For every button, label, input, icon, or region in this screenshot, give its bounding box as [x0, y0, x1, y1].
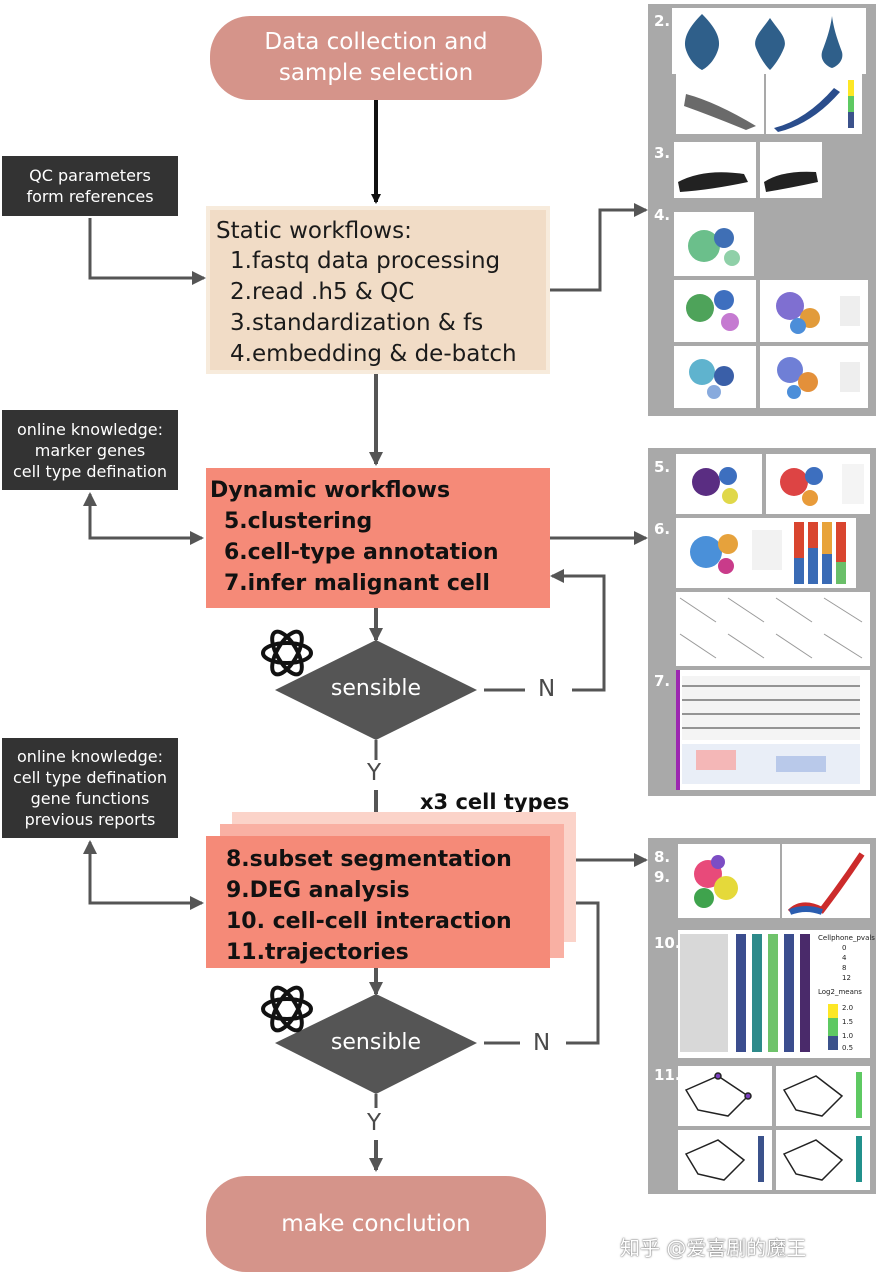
qc-line-2: form references [26, 187, 154, 206]
cellphone-legend-val-0: 0 [842, 944, 847, 952]
end-label: make conclution [281, 1210, 471, 1237]
umap-thumb-4 [674, 346, 756, 408]
subset-step-8: 8.subset segmentation [226, 847, 512, 872]
trajectory-thumb-3 [678, 1130, 772, 1190]
knowledge2-line-2: cell type defination [12, 768, 168, 787]
decision-diamond-1 [275, 640, 477, 740]
knowledge1-line-3: cell type defination [12, 461, 168, 481]
dynamic-step-5: 5.clustering [224, 509, 373, 534]
trajectory-thumb-4 [776, 1130, 870, 1190]
decision-label-2: sensible [330, 1030, 422, 1055]
subset-step-9: 9.DEG analysis [226, 878, 410, 903]
panel-number-11: 11. [654, 1066, 681, 1084]
knowledge1-line-2: marker genes [34, 440, 146, 460]
qc-line-1: QC parameters [29, 166, 151, 185]
yes-label-1: Y [367, 760, 382, 786]
static-step-1: 1.fastq data processing [230, 248, 501, 274]
dynamic-workflows-box: Dynamic workflows 5.clustering 6.cell-ty… [206, 468, 550, 608]
result-panel-qc-embedding: 2. 3. 4. [648, 4, 876, 416]
qc-scatter-thumb [676, 74, 764, 134]
panel-number-4: 4. [654, 206, 671, 224]
decision-diamond-2 [275, 994, 477, 1094]
panel-number-10: 10. [654, 934, 681, 952]
no-label-2: N [533, 1030, 551, 1056]
openai-logo-icon [261, 629, 313, 677]
means-tick-1: 1.5 [842, 1018, 854, 1026]
yes-label-2: Y [367, 1110, 382, 1136]
panel-number-3: 3. [654, 144, 671, 162]
panel-number-5: 5. [654, 458, 671, 476]
cellphone-dotplot-thumb: Cellphone_pvals 0 4 8 12 Log2_means 2.0 … [678, 930, 875, 1058]
stack-label: x3 cell types [420, 790, 570, 814]
cellphone-legend-val-2: 8 [842, 964, 847, 972]
arrow-knowledge2-subset [83, 840, 202, 905]
knowledge2-line-3: gene functions [30, 789, 150, 808]
volcano-plot-thumb [782, 844, 870, 918]
celltype-proportion-thumb [788, 518, 856, 588]
subset-workflows-box: 8.subset segmentation 9.DEG analysis 10.… [206, 836, 550, 968]
dynamic-step-7: 7.infer malignant cell [224, 571, 490, 596]
cellphone-legend-title: Cellphone_pvals [818, 934, 875, 942]
means-tick-2: 1.0 [842, 1032, 854, 1040]
dynamic-workflows-title: Dynamic workflows [210, 478, 451, 503]
celltype-umap-thumb [676, 518, 788, 588]
umap-thumb-3 [760, 280, 868, 342]
static-workflows-box: Static workflows: 1.fastq data processin… [206, 206, 550, 374]
watermark: 知乎 @爱喜剧的魔王 [620, 1236, 807, 1260]
static-workflows-title: Static workflows: [216, 218, 412, 244]
static-step-4: 4.embedding & de-batch [230, 341, 517, 367]
cluster-umap-thumb-2 [766, 454, 870, 514]
static-step-2: 2.read .h5 & QC [230, 279, 415, 305]
umap-thumb-2 [674, 280, 756, 342]
end-node: make conclution [206, 1176, 546, 1272]
knowledge2-line-1: online knowledge: [16, 747, 163, 766]
umap-thumb-5 [760, 346, 868, 408]
panel-number-6: 6. [654, 520, 671, 538]
hvg-plot-thumb-2 [760, 142, 822, 198]
start-label-line-2: sample selection [278, 60, 474, 86]
trajectory-thumb-1 [678, 1066, 772, 1126]
knowledge-box-1: online knowledge: marker genes cell type… [2, 410, 178, 490]
start-label-line-1: Data collection and [264, 29, 488, 55]
knowledge1-line-1: online knowledge: [16, 419, 163, 439]
no-label-1: N [538, 676, 556, 702]
cluster-umap-thumb-1 [676, 454, 762, 514]
openai-logo-icon [261, 985, 313, 1033]
subset-step-11: 11.trajectories [226, 940, 409, 965]
subset-step-10: 10. cell-cell interaction [226, 909, 512, 934]
static-step-3: 3.standardization & fs [230, 310, 484, 336]
means-tick-0: 2.0 [842, 1004, 854, 1012]
qc-scatter-color-thumb [766, 74, 862, 134]
decision-label-1: sensible [330, 676, 422, 701]
dynamic-step-6: 6.cell-type annotation [224, 540, 499, 565]
trajectory-thumb-2 [776, 1066, 870, 1126]
knowledge2-line-4: previous reports [24, 810, 156, 829]
umap-thumb-1 [674, 212, 754, 276]
start-node: Data collection and sample selection [210, 16, 542, 100]
cellphone-legend-val-3: 12 [842, 974, 851, 982]
result-panel-clustering-annotation: 5. 6. 7. [648, 448, 876, 796]
cellphone-legend-val-1: 4 [842, 954, 847, 962]
result-panel-subset-analysis: 8. 9. 10. 11. Cellphone_pvals 0 4 8 12 L… [648, 838, 876, 1194]
cnv-heatmap-thumb [676, 670, 870, 790]
panel-number-9: 9. [654, 868, 671, 886]
arrow-static-to-panel [550, 203, 648, 292]
panel-number-7: 7. [654, 672, 671, 690]
knowledge-box-2: online knowledge: cell type defination g… [2, 738, 178, 838]
hvg-plot-thumb-1 [674, 142, 756, 198]
score-line-thumbs [676, 592, 870, 666]
subset-umap-thumb [678, 844, 780, 918]
means-tick-3: 0.5 [842, 1044, 854, 1052]
panel-number-2: 2. [654, 12, 671, 30]
violin-plots-thumb [672, 8, 866, 74]
arrow-knowledge1-dynamic [83, 492, 202, 540]
arrow-qc-to-static [88, 218, 206, 285]
means-legend-title: Log2_means [818, 988, 862, 996]
qc-parameters-box: QC parameters form references [2, 156, 178, 216]
panel-number-8: 8. [654, 848, 671, 866]
